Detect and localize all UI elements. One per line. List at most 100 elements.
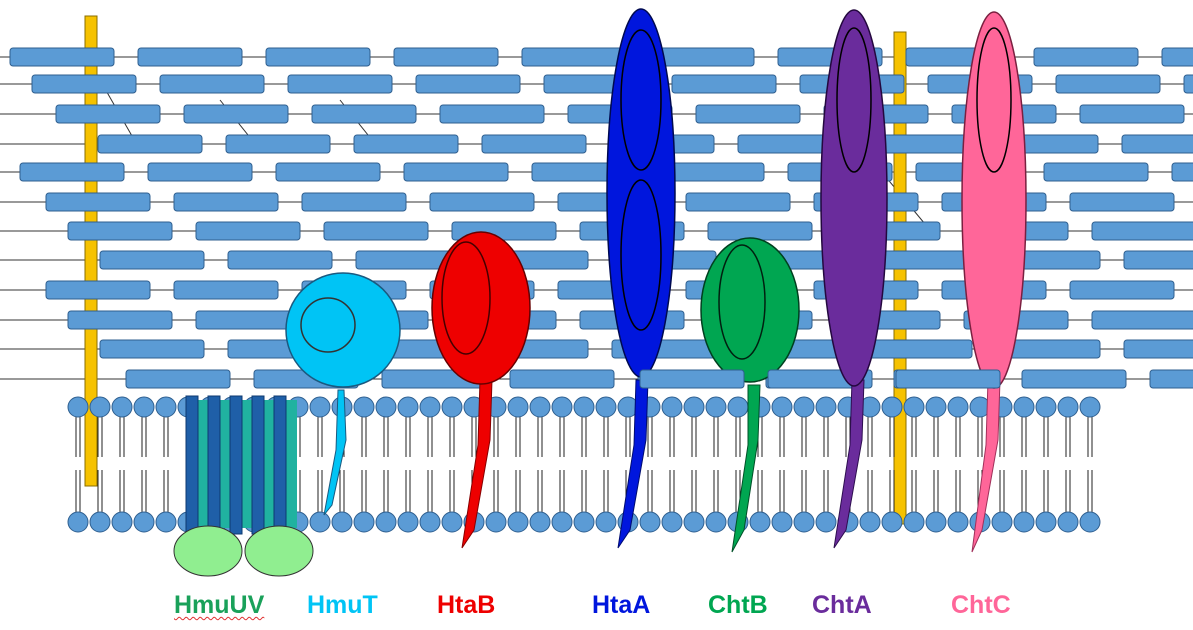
htaa-protein (607, 9, 675, 548)
wall-brick (184, 105, 288, 123)
wall-brick (312, 105, 416, 123)
lipid-head (882, 397, 902, 417)
lipid-head (596, 397, 616, 417)
hmuv-lobe (174, 526, 242, 576)
hmut-protein (286, 273, 400, 515)
lipid-head (926, 512, 946, 532)
lipid-head (354, 397, 374, 417)
label-htaa: HtaA (592, 588, 650, 622)
lipid-head (134, 397, 154, 417)
lipid-head (596, 512, 616, 532)
wall-brick (672, 75, 776, 93)
lipid-head (156, 512, 176, 532)
wall-brick (68, 222, 172, 240)
wall-brick (160, 75, 264, 93)
lipid-head (640, 512, 660, 532)
hmuuv-transporter (174, 396, 313, 576)
lipid-head (1058, 397, 1078, 417)
wall-brick (302, 193, 406, 211)
lipid-head (310, 397, 330, 417)
wall-brick (324, 222, 428, 240)
lipid-head (816, 397, 836, 417)
wall-brick (100, 340, 204, 358)
lipid-head (992, 512, 1012, 532)
lipid-head (706, 397, 726, 417)
lipid-head (574, 397, 594, 417)
transmembrane-helix (186, 396, 198, 534)
wall-brick (1124, 340, 1193, 358)
label-htab: HtaB (437, 588, 495, 622)
wall-brick (1150, 370, 1193, 388)
wall-brick (1080, 105, 1184, 123)
wall-brick (174, 281, 278, 299)
chtb-domain (701, 238, 799, 382)
lipid-head (772, 397, 792, 417)
wall-brick (196, 222, 300, 240)
lipid-head (662, 397, 682, 417)
lipid-head (1014, 512, 1034, 532)
lipid-head (1036, 397, 1056, 417)
lipid-head (112, 397, 132, 417)
lipid-head (706, 512, 726, 532)
wall-brick (46, 281, 150, 299)
wall-brick (100, 251, 204, 269)
lipid-head (68, 397, 88, 417)
lipid-head (904, 397, 924, 417)
wall-brick (1092, 222, 1193, 240)
wall-brick (32, 75, 136, 93)
lipid-head (398, 397, 418, 417)
hmut-domain (286, 273, 400, 387)
lipid-head (90, 512, 110, 532)
lipid-head (530, 512, 550, 532)
hmuv-lobe (245, 526, 313, 576)
lipid-head (376, 512, 396, 532)
lipid-head (68, 512, 88, 532)
lipid-head (948, 512, 968, 532)
wall-brick (896, 370, 1000, 388)
wall-brick (522, 48, 626, 66)
wall-brick (430, 193, 534, 211)
lipid-head (728, 397, 748, 417)
wall-brick (354, 135, 458, 153)
transmembrane-helix (252, 396, 264, 534)
lipid-head (794, 397, 814, 417)
wall-brick (1122, 135, 1193, 153)
wall-brick (288, 75, 392, 93)
lipid-head (816, 512, 836, 532)
lipid-head (684, 512, 704, 532)
wall-brick (276, 163, 380, 181)
lipid-head (574, 512, 594, 532)
lipid-head (860, 512, 880, 532)
wall-brick (20, 163, 124, 181)
wall-brick (440, 105, 544, 123)
wall-brick (404, 163, 508, 181)
lipid-head (486, 512, 506, 532)
lipid-head (354, 512, 374, 532)
wall-brick (696, 105, 800, 123)
lipid-head (112, 512, 132, 532)
lipid-head (882, 512, 902, 532)
wall-brick (266, 48, 370, 66)
label-hmut: HmuT (307, 588, 378, 622)
lipid-head (442, 512, 462, 532)
lipid-head (1036, 512, 1056, 532)
wall-brick (228, 251, 332, 269)
chta-domain (821, 10, 887, 386)
lipid-head (90, 397, 110, 417)
transmembrane-helix (208, 396, 220, 534)
lipid-head (794, 512, 814, 532)
wall-brick (708, 222, 812, 240)
wall-brick (1070, 193, 1174, 211)
wall-brick (1172, 163, 1193, 181)
wall-brick (1162, 48, 1193, 66)
lipid-head (662, 512, 682, 532)
lipid-head (442, 397, 462, 417)
transmembrane-helix (274, 396, 286, 534)
wall-brick (1070, 281, 1174, 299)
lipid-head (310, 512, 330, 532)
lipid-head (156, 397, 176, 417)
lipid-head (508, 397, 528, 417)
lipid-head (926, 397, 946, 417)
wall-brick (98, 135, 202, 153)
wall-brick (10, 48, 114, 66)
